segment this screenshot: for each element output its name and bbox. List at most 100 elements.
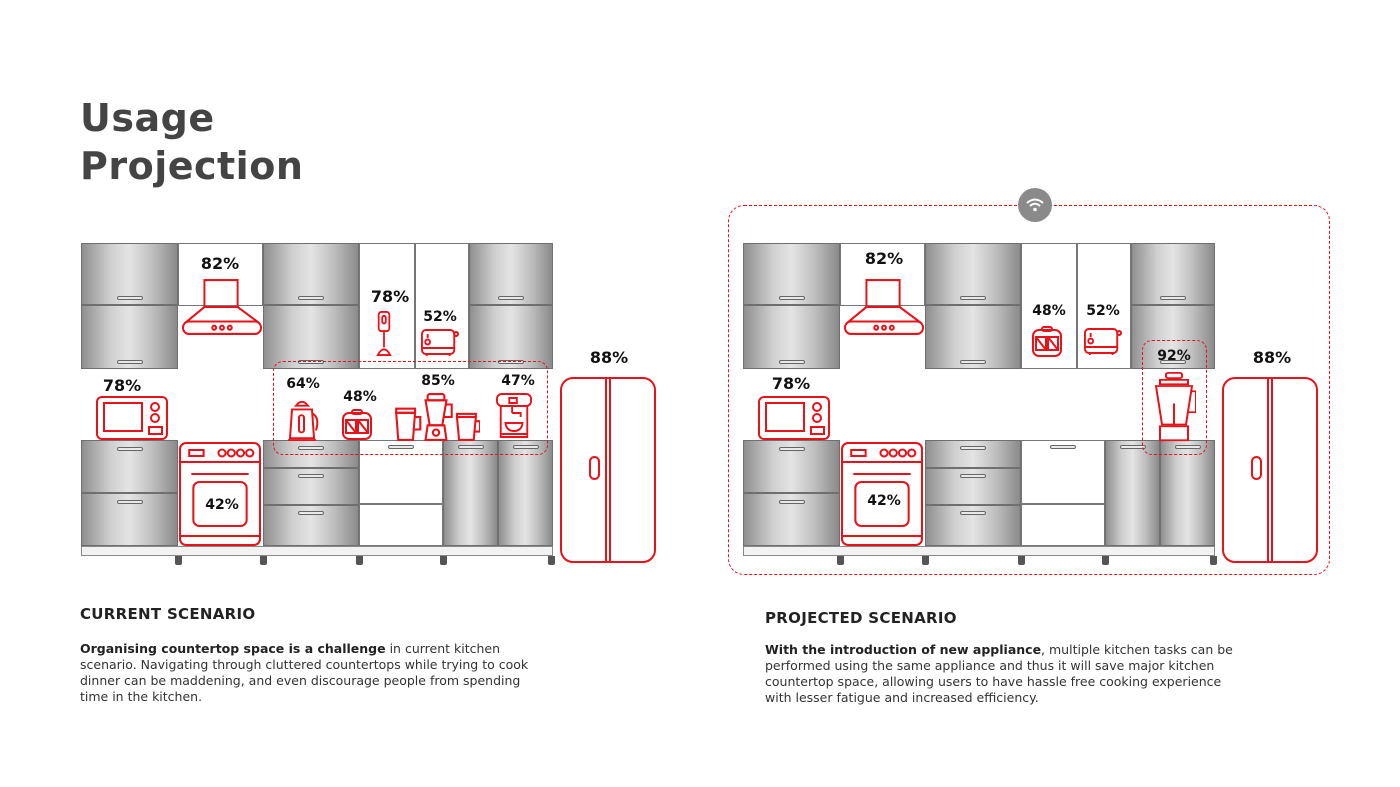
current-scenario-description: Organising countertop space is a challen… [80, 641, 550, 705]
cabinet-handle[interactable] [1160, 360, 1186, 364]
blender-set-icon [392, 392, 482, 442]
open-shelf [359, 243, 415, 369]
kettle-icon [284, 398, 320, 442]
refrigerator-usage-label: 88% [589, 348, 629, 367]
upper-cabinet[interactable] [263, 243, 359, 305]
hood-usage-label: 82% [864, 249, 904, 268]
upper-cabinet[interactable] [743, 243, 840, 305]
dishwasher-panel[interactable] [359, 440, 443, 504]
cabinet-handle[interactable] [116, 360, 143, 364]
smart-appliance-usage-label: 92% [1157, 348, 1191, 364]
hood-icon [843, 278, 925, 336]
lower-drawer[interactable] [925, 468, 1021, 505]
lower-drawer[interactable] [81, 493, 178, 546]
connected-kitchen-boundary [728, 205, 1330, 575]
lower-cabinet[interactable] [1105, 440, 1160, 546]
blender-usage-label: 85% [421, 373, 455, 389]
hood-usage-label: 82% [200, 254, 240, 273]
cabinet-handle[interactable] [457, 445, 484, 449]
oven-usage-label: 42% [867, 493, 901, 509]
microwave-icon [96, 396, 168, 440]
upper-cabinet[interactable] [925, 243, 1021, 305]
upper-cabinet[interactable] [1131, 243, 1215, 305]
cabinet-handle[interactable] [116, 296, 143, 300]
upper-cabinet[interactable] [81, 305, 178, 369]
microwave-icon [758, 396, 830, 440]
projected-scenario-description: With the introduction of new appliance, … [765, 642, 1235, 706]
cabinet-handle[interactable] [960, 360, 986, 364]
cabinet-handle[interactable] [498, 360, 524, 364]
coffee-machine-icon [496, 393, 532, 439]
cabinet-handle[interactable] [298, 511, 324, 515]
kitchen-plinth [743, 546, 1215, 556]
hand-blender-usage-label: 78% [370, 287, 410, 306]
lower-drawer[interactable] [81, 440, 178, 493]
upper-cabinet[interactable] [263, 305, 359, 369]
cabinet-leg [548, 556, 555, 565]
upper-cabinet[interactable] [743, 305, 840, 369]
lower-drawer[interactable] [263, 468, 359, 505]
projected-description-emphasis: With the introduction of new appliance [765, 642, 1042, 657]
wifi-icon [1018, 188, 1052, 222]
current-description-emphasis: Organising countertop space is a challen… [80, 641, 386, 656]
lower-cabinet[interactable] [1160, 440, 1215, 546]
cabinet-leg [837, 556, 844, 565]
cabinet-handle[interactable] [298, 446, 324, 450]
toaster-usage-label: 52% [1086, 303, 1120, 319]
current-description-text: in current kitchen scenario. Navigating … [80, 641, 529, 704]
upper-cabinet[interactable] [469, 305, 553, 369]
cabinet-handle[interactable] [116, 447, 143, 451]
sandwich-maker-usage-label: 48% [1032, 303, 1066, 319]
microwave-usage-label: 78% [102, 376, 142, 395]
oven-usage-label: 42% [205, 497, 239, 513]
coffee-machine-usage-label: 47% [501, 373, 535, 389]
cabinet-handle[interactable] [778, 360, 805, 364]
kettle-usage-label: 64% [286, 376, 320, 392]
cabinet-handle[interactable] [298, 474, 324, 478]
cabinet-leg [260, 556, 267, 565]
lower-cabinet[interactable] [498, 440, 553, 546]
dishwasher-panel[interactable] [1021, 440, 1105, 504]
toaster-usage-label: 52% [423, 309, 457, 325]
sandwich-maker-icon [342, 409, 372, 441]
lower-cabinet[interactable] [443, 440, 498, 546]
current-scenario-heading: CURRENT SCENARIO [80, 605, 256, 623]
lower-panel [359, 504, 443, 546]
oven-icon [179, 442, 261, 546]
lower-drawer[interactable] [925, 505, 1021, 546]
title-line-1: Usage [80, 96, 215, 140]
cabinet-handle[interactable] [960, 296, 986, 300]
lower-drawer[interactable] [263, 505, 359, 546]
lower-drawer[interactable] [743, 493, 840, 546]
cabinet-leg [440, 556, 447, 565]
cabinet-leg [356, 556, 363, 565]
cabinet-handle[interactable] [778, 447, 805, 451]
sandwich-maker-usage-label: 48% [343, 389, 377, 405]
cabinet-handle[interactable] [298, 296, 324, 300]
refrigerator-usage-label: 88% [1252, 348, 1292, 367]
upper-cabinet[interactable] [81, 243, 178, 305]
lower-drawer[interactable] [743, 440, 840, 493]
smart-appliance-zone [1142, 340, 1207, 455]
cabinet-handle[interactable] [298, 360, 324, 364]
cabinet-handle[interactable] [116, 500, 143, 504]
cabinet-handle[interactable] [960, 446, 986, 450]
upper-cabinet[interactable] [469, 243, 553, 305]
cabinet-handle[interactable] [1160, 296, 1186, 300]
cabinet-handle[interactable] [778, 500, 805, 504]
cabinet-handle[interactable] [960, 511, 986, 515]
dishwasher-handle[interactable] [1050, 445, 1076, 449]
cabinet-handle[interactable] [960, 474, 986, 478]
lower-drawer[interactable] [925, 440, 1021, 468]
upper-cabinet[interactable] [1131, 305, 1215, 369]
cabinet-leg [922, 556, 929, 565]
page-title: Usage Projection [80, 94, 303, 190]
cabinet-handle[interactable] [778, 296, 805, 300]
upper-cabinet[interactable] [925, 305, 1021, 369]
cabinet-handle[interactable] [498, 296, 524, 300]
toaster-icon [421, 327, 459, 357]
cabinet-leg [1210, 556, 1217, 565]
dishwasher-handle[interactable] [388, 445, 414, 449]
fridge-icon [1222, 377, 1318, 563]
